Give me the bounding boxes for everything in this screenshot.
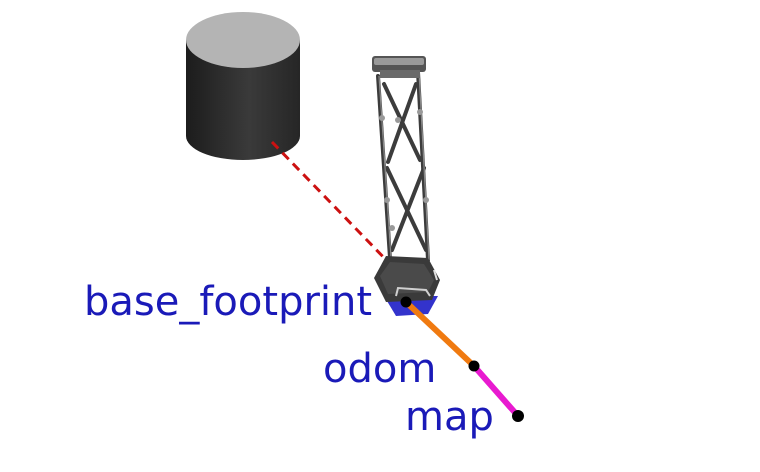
cylinder-top	[186, 12, 300, 68]
robot-joints	[379, 109, 429, 231]
cylinder-body	[186, 40, 300, 160]
robot-mast-highlights	[378, 71, 430, 261]
map-label: map	[405, 394, 494, 440]
robot-mast	[376, 70, 430, 262]
odom-to-map-link	[471, 363, 521, 419]
map-frame-point	[512, 410, 524, 422]
base-footprint-frame-point	[400, 296, 412, 308]
robot-base-top	[380, 262, 434, 294]
base-footprint-label: base_footprint	[84, 279, 372, 325]
robot-model	[372, 56, 440, 316]
base-to-odom-link	[403, 299, 477, 369]
robot-head	[372, 56, 426, 78]
robot-side-mark	[433, 269, 438, 281]
goal-dashed-link	[270, 140, 394, 268]
cylinder-obstacle	[186, 12, 300, 160]
odom-label: odom	[323, 346, 436, 392]
odom-frame-point	[468, 360, 480, 372]
robot-base-bracket	[395, 286, 431, 297]
